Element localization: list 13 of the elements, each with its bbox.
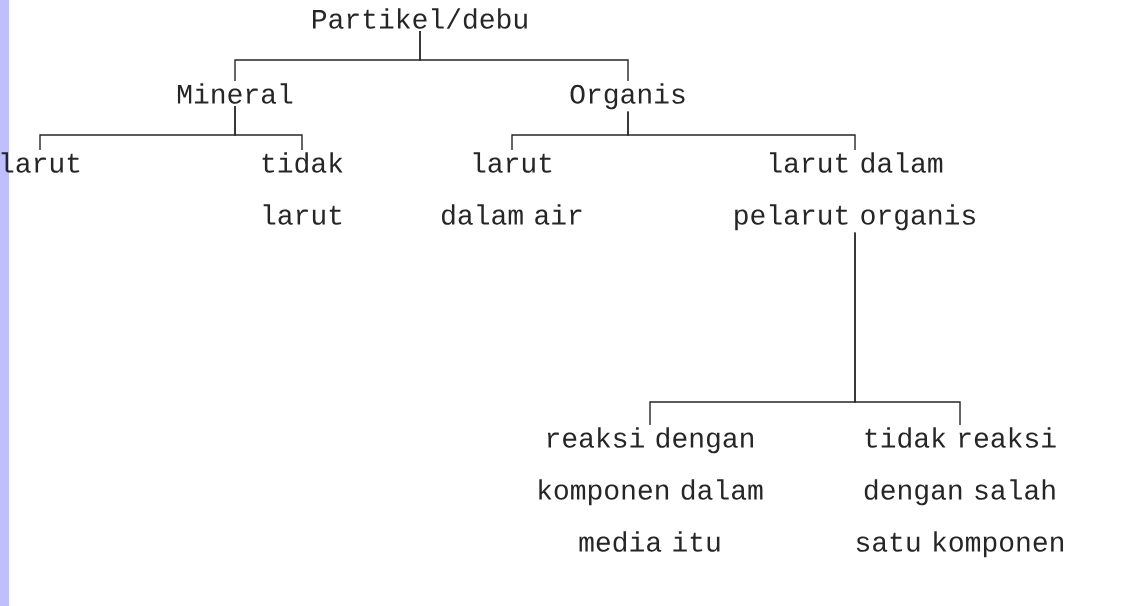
tree-connector (419, 30, 629, 82)
tree-connector (234, 105, 303, 151)
node-label: reaksi dengan komponen dalam media itu (539, 427, 763, 552)
node-label: larut dalam pelarut organis (735, 152, 975, 231)
node-label: tidak reaksi dengan salah satu komponen (856, 427, 1063, 558)
node-label: larut dalam air (442, 152, 582, 225)
node-label: tidak larut (262, 152, 343, 225)
node-label: Organis (570, 83, 685, 110)
node-label: Partikel/debu (313, 8, 527, 29)
node-label: Mineral (177, 83, 293, 104)
tree-connector (627, 110, 856, 151)
node-label: larut (1, 152, 80, 173)
tree-connector (854, 231, 961, 426)
